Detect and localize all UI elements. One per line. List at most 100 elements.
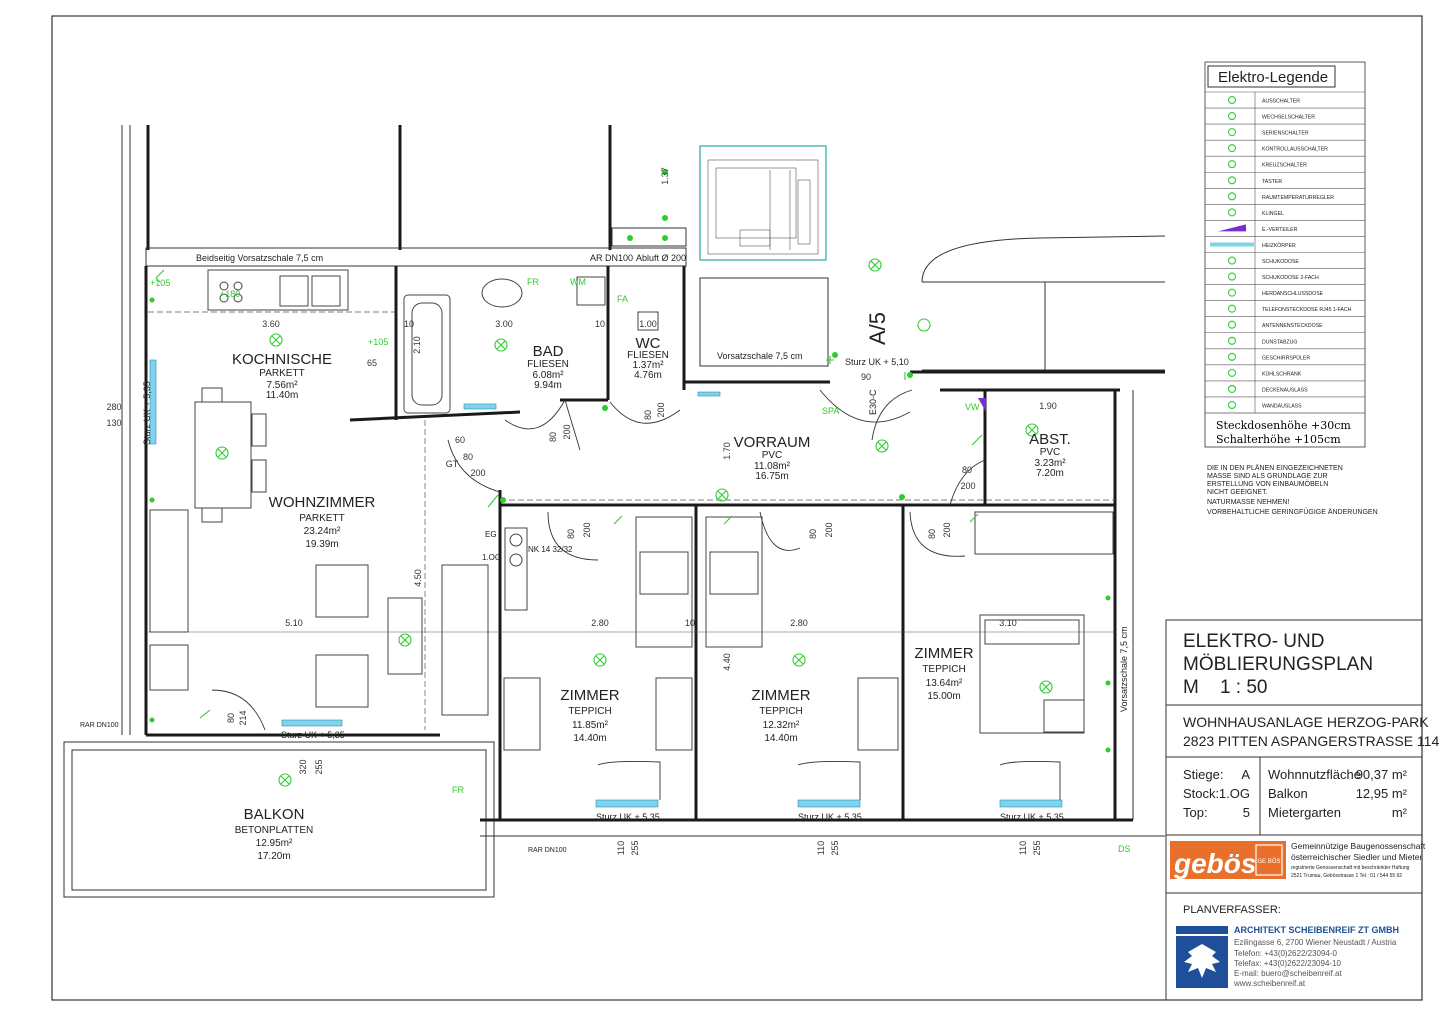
svg-text:NICHT GEEIGNET.: NICHT GEEIGNET. (1207, 489, 1268, 496)
door-swings (211, 389, 1061, 800)
wandauslass-icon (1227, 400, 1237, 410)
architect-fax: Telefax: +43(0)2622/23094-10 (1234, 959, 1342, 968)
svg-text:200: 200 (960, 481, 975, 491)
legend-item: KREUZSCHALTER (1205, 160, 1365, 173)
thermostat-icon (1227, 192, 1237, 201)
svg-text:80: 80 (927, 529, 937, 539)
stock-label: Stock: (1183, 786, 1219, 801)
dunstabzug-icon (1227, 336, 1237, 345)
architect-name: ARCHITEKT SCHEIBENREIF ZT GMBH (1234, 925, 1399, 935)
legend-item-label: ANTENNENSTECKDOSE (1262, 323, 1323, 329)
kontrollschalter-icon (1227, 144, 1237, 153)
legend-item: WANDAUSLASS (1205, 400, 1365, 414)
coop-line2: österreichischer Siedler und Mieter (1291, 852, 1423, 862)
svg-text:255: 255 (630, 840, 640, 855)
e30-label: E30-C (868, 389, 878, 415)
abluft: Abluft Ø 200 (636, 253, 686, 263)
svg-text:+105: +105 (368, 337, 388, 347)
kuehlschrank-icon (1227, 368, 1237, 377)
legend-item: KÜHLSCHRANK (1205, 368, 1365, 382)
svg-text:WC: WC (636, 335, 661, 352)
svg-text:110: 110 (1018, 841, 1028, 855)
svg-text:PARKETT: PARKETT (299, 513, 344, 524)
svg-text:255: 255 (314, 759, 324, 774)
vorsatz-right: Vorsatzschale 7,5 cm (1119, 626, 1129, 712)
svg-text:80: 80 (566, 529, 576, 539)
svg-text:23.24m²: 23.24m² (304, 526, 341, 537)
legend-item-label: KREUZSCHALTER (1262, 163, 1307, 169)
svg-text:14.40m: 14.40m (764, 733, 797, 744)
svg-text:+105: +105 (150, 278, 170, 288)
svg-text:VORBEHALTLICHE GERINGFÜGIGE ÄN: VORBEHALTLICHE GERINGFÜGIGE ÄNDERUNGEN (1207, 508, 1378, 516)
svg-text:12.32m²: 12.32m² (763, 720, 800, 731)
svg-text:DS: DS (1118, 844, 1131, 854)
steckdose-2fach-icon (1227, 272, 1237, 281)
svg-text:80: 80 (226, 713, 236, 723)
svg-text:320: 320 (298, 759, 308, 774)
shaft-detail (699, 145, 827, 261)
svg-text:13.64m²: 13.64m² (926, 678, 963, 689)
heizkoerper-icon (1210, 242, 1254, 247)
svg-text:4.50: 4.50 (413, 569, 423, 587)
legend-item: HEIZKÖRPER (1205, 242, 1365, 253)
og-label: 1.OG (482, 553, 501, 562)
antenne-icon (1227, 320, 1237, 329)
room-zimmer-2: ZIMMER TEPPICH 12.32m² 14.40m (751, 687, 810, 744)
steckdose-icon (1227, 256, 1237, 265)
svg-text:MASSE SIND ALS GRUNDLAGE ZUR: MASSE SIND ALS GRUNDLAGE ZUR (1207, 473, 1328, 480)
legend-item-label: WANDAUSLASS (1262, 403, 1302, 409)
legend-item: ANTENNENSTECKDOSE (1205, 320, 1365, 334)
legend-item: KONTROLLAUSSCHALTER (1205, 144, 1365, 157)
legend-item: GESCHIRRSPÜLER (1205, 352, 1365, 366)
vorsatz-top: Beidseitig Vorsatzschale 7,5 cm (196, 253, 323, 263)
svg-text:3.00: 3.00 (495, 319, 513, 329)
svg-text:GE BÖS: GE BÖS (1257, 858, 1280, 865)
geschirrspueler-icon (1227, 352, 1237, 361)
stock-value: 1.OG (1219, 786, 1250, 801)
balkon-label: Balkon (1268, 786, 1308, 801)
svg-text:80: 80 (962, 465, 972, 475)
coop-line1: Gemeinnützige Baugenossenschaft (1291, 841, 1426, 851)
svg-text:TEPPICH: TEPPICH (922, 664, 965, 675)
svg-text:17.20m: 17.20m (257, 851, 290, 862)
legend-item-label: AUSSCHALTER (1262, 99, 1300, 105)
room-kochnische: KOCHNISCHE PARKETT 7.56m² 11.40m (232, 351, 332, 401)
svg-text:ZIMMER: ZIMMER (560, 687, 619, 704)
svg-text:255: 255 (830, 840, 840, 855)
svg-text:TEPPICH: TEPPICH (759, 706, 802, 717)
sturz-z1: Sturz UK + 5,35 (596, 812, 660, 822)
walls (63, 125, 1166, 898)
legend-item: TELEFONSTECKDOSE RJ45 1-FACH (1205, 304, 1365, 318)
electrical-legend: Elektro-Legende AUSSCHALTERWECHSELSCHALT… (1204, 61, 1366, 448)
architect-tel: Telefon: +43(0)2622/23094-0 (1234, 949, 1338, 958)
room-vorraum: VORRAUM PVC 11.08m² 16.75m (734, 434, 811, 482)
svg-text:BETONPLATTEN: BETONPLATTEN (235, 825, 314, 836)
coop-line4: 2521 Trumau, Gebösstrasse 1 Tel.: 01 / 5… (1291, 873, 1402, 879)
legend-item: SCHUKODOSE 2-FACH (1205, 272, 1365, 285)
dimensions: 3.60 3.00 10 10 65 2.10 1.00 280 130 5.1… (106, 167, 1056, 855)
garten-label: Mietergarten (1268, 805, 1341, 820)
svg-text:FLIESEN: FLIESEN (627, 350, 669, 361)
serienschalter-icon (1227, 128, 1237, 137)
svg-text:1.70: 1.70 (722, 442, 732, 460)
svg-text:1.37m²: 1.37m² (632, 360, 664, 371)
room-zimmer-1: ZIMMER TEPPICH 11.85m² 14.40m (560, 687, 619, 744)
svg-text:90: 90 (861, 372, 871, 382)
svg-text:2.80: 2.80 (591, 618, 609, 628)
verteiler-icon (1218, 224, 1246, 232)
legend-item: KLINGEL (1205, 208, 1365, 221)
ar-top: AR DN100 (590, 253, 633, 263)
taster-icon (1227, 176, 1237, 185)
svg-text:7.56m²: 7.56m² (266, 380, 298, 391)
architect-address: Ezilingasse 6, 2700 Wiener Neustadt / Au… (1234, 938, 1397, 947)
svg-text:ZIMMER: ZIMMER (914, 645, 973, 662)
svg-text:ABST.: ABST. (1029, 431, 1071, 448)
legend-item-label: WECHSELSCHALTER (1262, 115, 1315, 121)
svg-text:DIE IN DEN PLÄNEN EINGEZEICHNE: DIE IN DEN PLÄNEN EINGEZEICHNETEN (1207, 464, 1343, 472)
klingel-icon (1227, 208, 1237, 217)
sturz-z2: Sturz UK + 5,35 (798, 812, 862, 822)
legend-socket-height: Steckdosenhöhe +30cm (1216, 419, 1351, 432)
legend-item-label: KLINGEL (1262, 211, 1284, 217)
project-address: 2823 PITTEN ASPANGERSTRASSE 114 (1183, 733, 1439, 749)
